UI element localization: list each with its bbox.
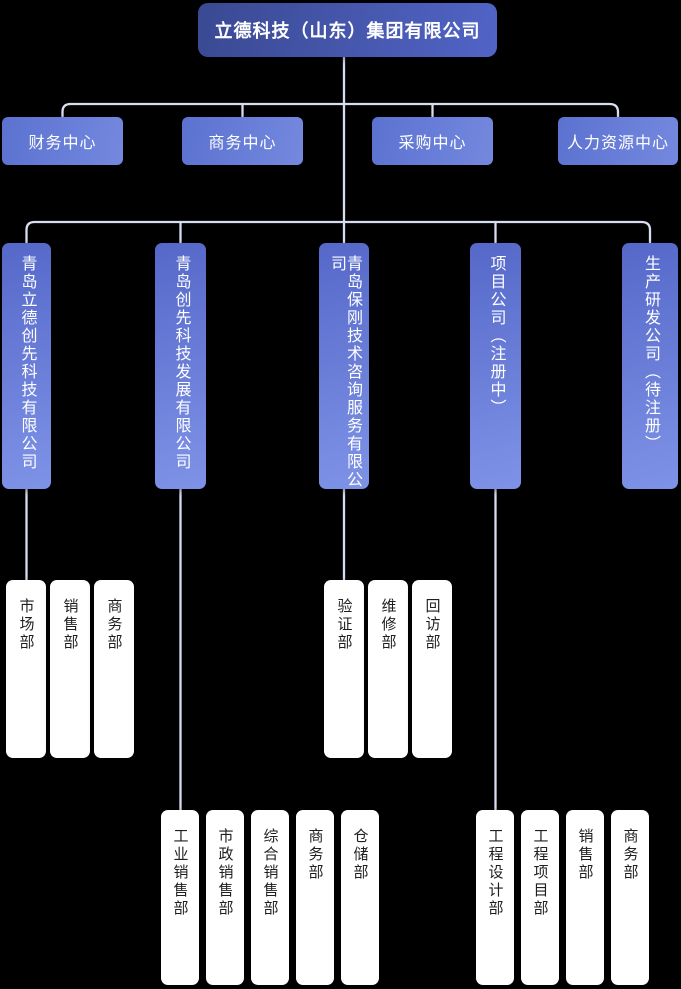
dept-node-label: 商务部 [105, 598, 123, 652]
dept-node-label: 维修部 [379, 598, 397, 652]
dept-node-label: 市场部 [17, 598, 35, 652]
center-node-label: 采购中心 [398, 135, 467, 152]
company-node-label: 项目公司（注册中） [487, 255, 505, 417]
dept-node-maintenance: 维修部 [368, 580, 408, 758]
dept-node-label: 销售部 [576, 828, 594, 882]
dept-node-label: 综合销售部 [261, 828, 279, 918]
company-node-1: 青岛立德创先科技有限公司 [2, 243, 51, 489]
company-node-label: 青岛保刚技术咨询服务有限公司 [328, 255, 361, 489]
dept-node-followup: 回访部 [412, 580, 452, 758]
dept-node-commerce: 商务部 [94, 580, 134, 758]
dept-node-municipal-sales: 市政销售部 [206, 810, 244, 985]
dept-node-commerce-3: 商务部 [611, 810, 649, 985]
dept-node-label: 商务部 [306, 828, 324, 882]
dept-node-label: 商务部 [621, 828, 639, 882]
dept-node-warehouse: 仓储部 [341, 810, 379, 985]
dept-node-industrial-sales: 工业销售部 [161, 810, 199, 985]
dept-node-label: 验证部 [335, 598, 353, 652]
center-node-finance: 财务中心 [2, 117, 123, 165]
dept-node-commerce-2: 商务部 [296, 810, 334, 985]
company-node-label: 青岛立德创先科技有限公司 [18, 255, 36, 471]
level3-rail [25, 220, 652, 245]
dept-node-label: 仓储部 [351, 828, 369, 882]
center-node-label: 商务中心 [208, 135, 277, 152]
root-node-group-company: 立德科技（山东）集团有限公司 [198, 3, 497, 57]
company-node-4: 项目公司（注册中） [470, 243, 521, 489]
company-node-3: 青岛保刚技术咨询服务有限公司 [319, 243, 369, 489]
dept-node-label: 回访部 [423, 598, 441, 652]
dept-node-sales: 销售部 [50, 580, 90, 758]
dept-node-engineering-project: 工程项目部 [521, 810, 559, 985]
center-node-business: 商务中心 [182, 117, 303, 165]
dept-node-label: 工业销售部 [171, 828, 189, 918]
level2-rail [61, 102, 620, 119]
dept-node-marketing: 市场部 [6, 580, 46, 758]
company-node-5: 生产研发公司（待注册） [622, 243, 678, 489]
dept-node-verification: 验证部 [324, 580, 364, 758]
dept-node-label: 销售部 [61, 598, 79, 652]
dept-node-label: 工程项目部 [531, 828, 549, 918]
dept-node-label: 市政销售部 [216, 828, 234, 918]
center-node-label: 财务中心 [28, 135, 97, 152]
dept-node-general-sales: 综合销售部 [251, 810, 289, 985]
company-node-label: 生产研发公司（待注册） [642, 255, 659, 453]
center-node-hr: 人力资源中心 [558, 117, 678, 165]
dept-node-label: 工程设计部 [486, 828, 504, 918]
company-node-label: 青岛创先科技发展有限公司 [172, 255, 190, 471]
center-node-procurement: 采购中心 [372, 117, 493, 165]
root-node-label: 立德科技（山东）集团有限公司 [214, 21, 481, 41]
company-node-2: 青岛创先科技发展有限公司 [155, 243, 206, 489]
dept-node-sales-2: 销售部 [566, 810, 604, 985]
center-node-label: 人力资源中心 [566, 135, 669, 152]
dept-node-engineering-design: 工程设计部 [476, 810, 514, 985]
